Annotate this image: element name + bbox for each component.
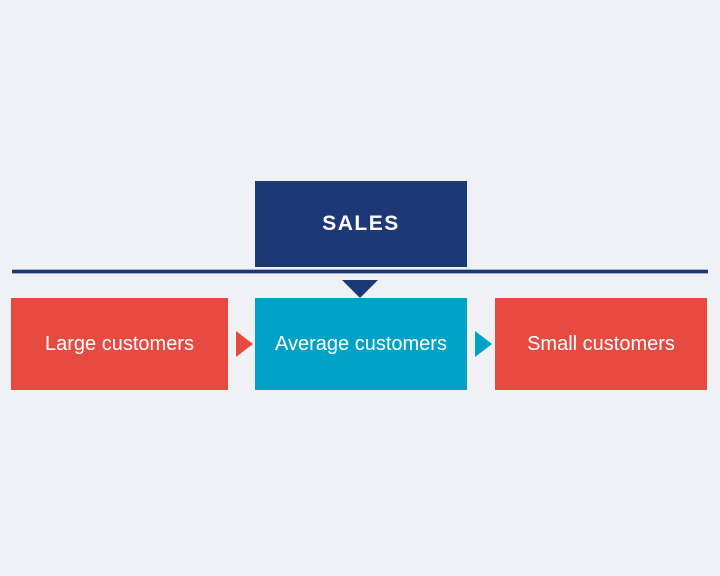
- node-average-customers: Average customers: [255, 298, 467, 390]
- node-small-customers: Small customers: [495, 298, 707, 390]
- sales-root-node: SALES: [255, 181, 467, 267]
- arrow-right-icon-red: [236, 331, 253, 357]
- arrow-down-icon: [342, 280, 378, 298]
- sales-root-label: SALES: [322, 212, 400, 235]
- node-large-customers: Large customers: [11, 298, 228, 390]
- divider-line: [12, 270, 708, 273]
- arrow-right-icon-cyan: [475, 331, 492, 357]
- node-average-customers-label: Average customers: [275, 332, 447, 355]
- node-small-customers-label: Small customers: [527, 332, 675, 355]
- node-large-customers-label: Large customers: [45, 332, 194, 355]
